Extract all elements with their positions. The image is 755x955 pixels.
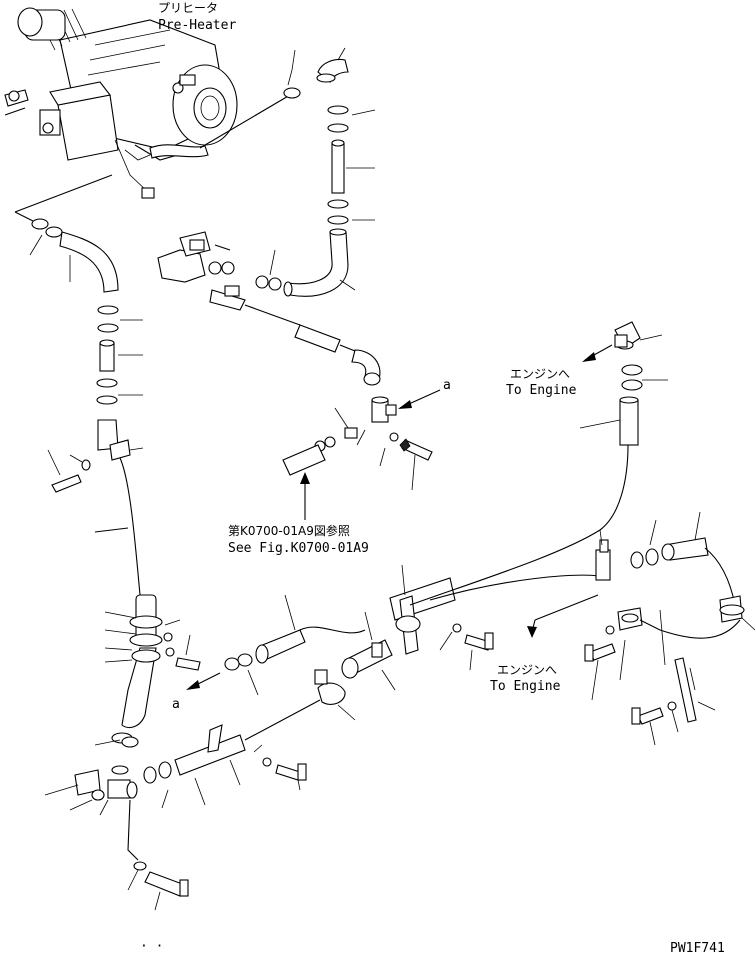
lower-hose-run — [143, 639, 393, 784]
preheater-label-en: Pre-Heater — [158, 18, 236, 33]
bottom-left-tee — [74, 765, 189, 897]
to-engine-label-jp-upper: エンジンへ — [510, 367, 570, 381]
preheater-label-jp: プリヒータ — [158, 1, 218, 15]
right-lower-assembly — [584, 537, 745, 725]
small-mark: · · — [140, 939, 163, 954]
valve-assembly — [157, 231, 301, 326]
drawing-code: PW1F741 — [670, 941, 725, 955]
to-engine-label-en-upper: To Engine — [506, 383, 577, 398]
to-engine-label-en-lower: To Engine — [490, 679, 561, 694]
middle-tee-fitting — [282, 396, 433, 476]
arrow-label-a-upper: a — [443, 378, 451, 393]
upper-pipe-stack — [255, 58, 349, 297]
to-engine-label-jp-lower: エンジンへ — [497, 663, 557, 677]
pre-heater-assembly — [4, 7, 238, 199]
reference-label-jp: 第K0700-01A9図参照 — [228, 523, 350, 538]
left-clamp-assembly — [111, 594, 201, 748]
reference-label-en: See Fig.K0700-01A9 — [228, 541, 369, 556]
left-hose-stack — [31, 218, 131, 493]
arrow-label-a-lower: a — [172, 697, 180, 712]
center-bracket — [389, 577, 494, 655]
right-engine-stack — [614, 321, 643, 446]
